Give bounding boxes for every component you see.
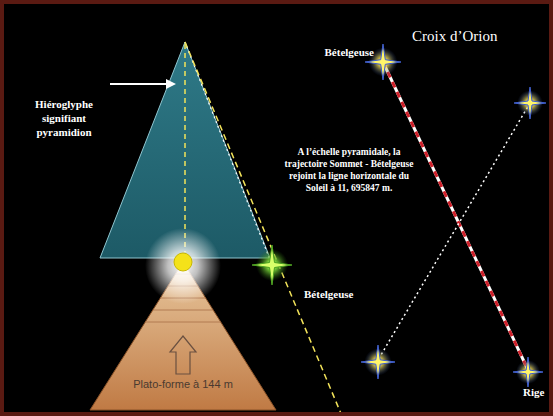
star-glow [364, 348, 391, 375]
platform-label: Plato-forme à 144 m [86, 378, 280, 390]
pyramid-step [168, 286, 198, 287]
pyramid-step [175, 274, 190, 275]
pyramid-step [160, 298, 205, 299]
star-shape [252, 245, 292, 285]
star-glow [517, 90, 543, 116]
betelgeuse-rigel-line [383, 62, 528, 370]
star [513, 357, 543, 387]
star-shape [361, 345, 395, 379]
pointer-arrow [110, 83, 168, 85]
star-name: Rige [523, 386, 549, 400]
title: Croix d’Orion [412, 28, 497, 45]
star-shape [513, 357, 543, 387]
sun-glow [145, 228, 221, 304]
star-name: Bételgeuse [304, 288, 384, 302]
stars [252, 44, 546, 387]
axis-line [184, 44, 186, 252]
betelgeuse-rigel-dash [383, 62, 528, 370]
sun [174, 253, 192, 271]
star-shape [514, 87, 546, 119]
up-arrow [170, 336, 196, 374]
pyramid-platform: Plato-forme à 144 m [86, 262, 280, 412]
pyramidion-triangle [100, 42, 270, 258]
star [514, 87, 546, 119]
hieroglyph-note: Hiéroglyphe signifiant pyramidion [18, 98, 110, 139]
pointer-arrowhead [166, 79, 176, 89]
pyramid-step [153, 310, 213, 311]
pyramid-step [145, 322, 220, 323]
apex-star-line [185, 42, 272, 265]
star-glow [516, 360, 540, 384]
star-glow [256, 249, 288, 281]
trajectory-note: A l’échelle pyramidale, la trajectoire S… [282, 147, 416, 195]
star [252, 245, 292, 285]
star [361, 345, 395, 379]
star-name: Bételgeuse [300, 46, 374, 60]
cross-line [378, 103, 530, 360]
